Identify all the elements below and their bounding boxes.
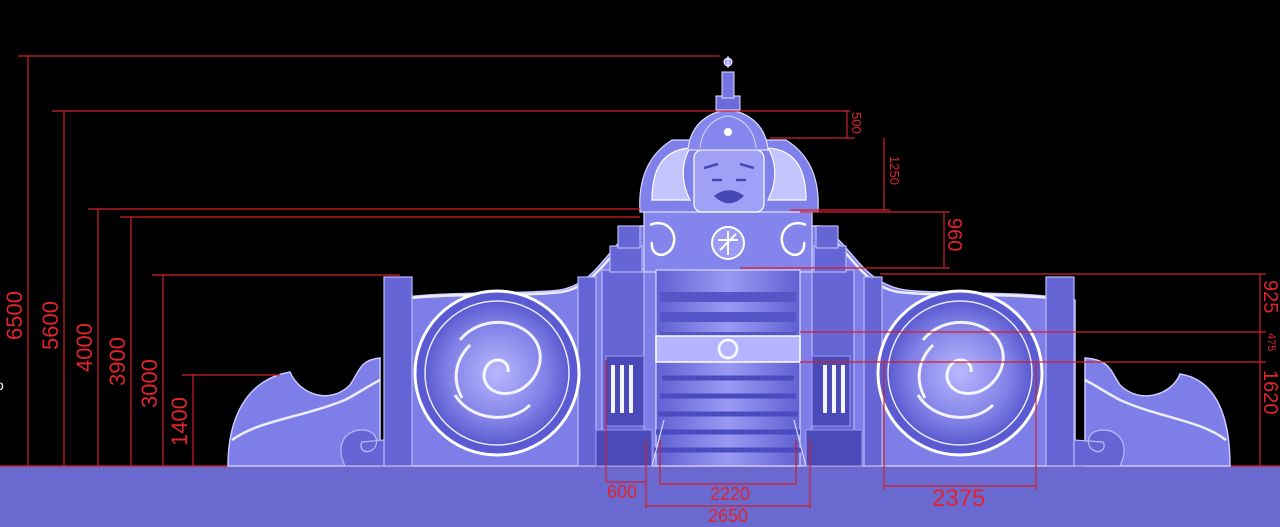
dim-left-3000: 3000 [137, 359, 162, 408]
central-armor-body [643, 211, 813, 467]
ground-plane [0, 466, 1280, 527]
warrior-head [639, 139, 819, 213]
dim-right-475: 475 [1265, 333, 1277, 351]
left-outer-pillar [383, 276, 413, 467]
left-stepped-tower [595, 225, 653, 467]
dim-left-6500: 6500 [2, 291, 27, 340]
dim-right-960: 960 [943, 218, 965, 251]
left-wave-glow [231, 378, 381, 442]
dim-bottom-2220: 2220 [710, 484, 750, 504]
right-wave-glow [1084, 378, 1227, 441]
dim-right-1250: 1250 [887, 156, 902, 185]
left-inner-pillar [577, 276, 597, 467]
left-wave-wing [227, 357, 381, 467]
right-dragon-medallion [876, 289, 1044, 457]
dim-right-925: 925 [1259, 280, 1280, 313]
right-dimension-lines [740, 111, 1266, 490]
right-outer-pillar [1045, 276, 1075, 467]
dim-left-4000: 4000 [72, 323, 97, 372]
left-dragon-medallion [413, 289, 581, 457]
dim-bottom-2375: 2375 [932, 485, 985, 512]
dim-right-500: 500 [849, 112, 864, 134]
dim-right-1620: 1620 [1259, 370, 1280, 415]
edge-mark: o [0, 377, 4, 393]
left-dimension-lines [18, 55, 850, 466]
dim-bottom-2650: 2650 [708, 506, 748, 526]
helmet-dome [687, 56, 769, 151]
chest-emblems [649, 222, 807, 260]
dim-bottom-600: 600 [607, 482, 637, 502]
bottom-dimension-lines [605, 360, 1036, 508]
left-scroll-foot [340, 429, 385, 467]
dim-left-5600: 5600 [38, 301, 63, 350]
dim-left-1400: 1400 [167, 397, 192, 446]
right-scroll-foot [1073, 429, 1125, 467]
right-stepped-tower [805, 225, 863, 467]
dim-left-3900: 3900 [105, 337, 130, 386]
